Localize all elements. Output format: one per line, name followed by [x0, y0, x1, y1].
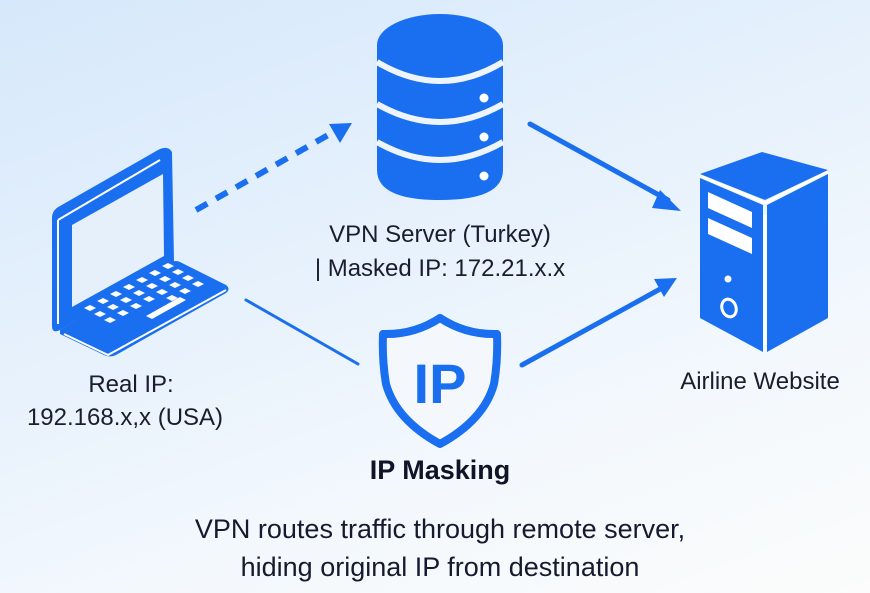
arrowhead-icon — [654, 278, 677, 297]
edge-client-to-masking — [244, 298, 360, 366]
client-label-line-2: 192.168.x,x (USA) — [26, 404, 224, 431]
arrowhead-icon — [329, 123, 352, 143]
keyboard-keys — [84, 263, 204, 323]
laptop-icon — [52, 147, 229, 357]
server-tower-icon — [699, 152, 829, 352]
vpn-server-label-line-1: VPN Server (Turkey) — [329, 221, 551, 248]
edge-vpn-to-destination — [527, 121, 681, 211]
edge-masking-to-destination — [519, 278, 677, 368]
vpn-server-label: VPN Server (Turkey) | Masked IP: 172.21.… — [290, 218, 590, 286]
vpn-server-label-line-2: | Masked IP: 172.21.x.x — [314, 255, 566, 282]
client-label: Real IP: 192.168.x,x (USA) — [0, 368, 250, 434]
client-label-line-1: Real IP: — [88, 371, 174, 398]
shield-text: IP — [414, 352, 467, 415]
diagram-title: IP Masking — [369, 455, 511, 485]
edge-client-to-vpn — [194, 123, 352, 213]
arrowhead-icon — [652, 190, 681, 211]
shield-icon: IP — [378, 314, 502, 448]
database-server-icon — [375, 14, 505, 200]
destination-label: Airline Website — [650, 366, 870, 398]
caption-line-2: hiding original IP from destination — [240, 552, 640, 582]
destination-label-line-1: Airline Website — [680, 368, 840, 395]
diagram-caption: VPN routes traffic through remote server… — [100, 510, 780, 586]
caption-line-1: VPN routes traffic through remote server… — [194, 514, 686, 544]
